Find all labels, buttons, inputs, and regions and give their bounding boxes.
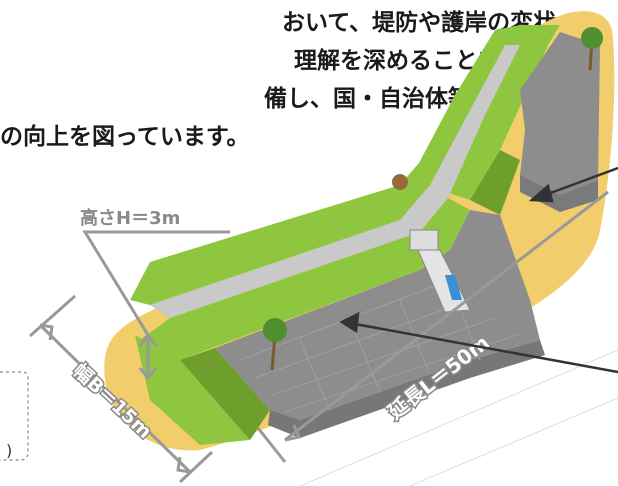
main-block [215,210,540,420]
riverside-slope-lower [140,198,470,360]
callout-arrow-lower [339,311,618,374]
height-dimension [82,230,230,381]
width-dimension [29,294,214,484]
main-block-face [268,340,545,438]
height-label: 高さH＝3m [80,207,180,229]
length-dimension [256,190,609,463]
shrub [392,174,408,190]
upper-arm-block [520,32,600,195]
upper-arm-block-face [520,175,598,212]
riverside-slope [130,40,505,305]
stair-structure [409,229,471,313]
crest-path [150,45,520,318]
palm-tree-right [581,27,603,71]
upper-arm-slope-shade [470,150,520,215]
callout-arrow-upper [528,166,618,203]
dashed-box-fragment [0,371,29,461]
dashed-box-glyph: ) [6,441,12,460]
intro-line-4: の向上を図っています。 [0,124,250,150]
end-slope-shade [180,348,270,440]
end-slope [135,335,250,445]
palm-tree-left [263,318,287,371]
ground-lines [299,349,618,486]
